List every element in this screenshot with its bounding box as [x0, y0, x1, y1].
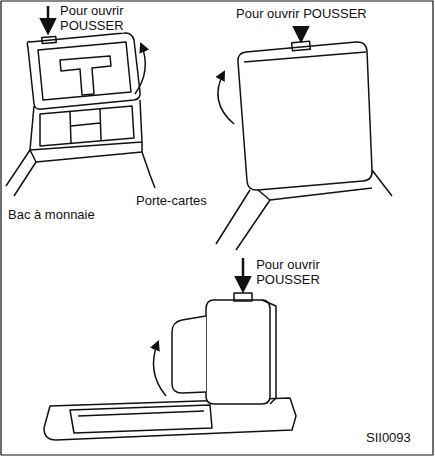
open-console: [6, 6, 155, 196]
closed-console: [216, 26, 392, 250]
part-label: Pour ouvrir POUSSER: [60, 3, 132, 33]
part-label: Porte-cartes: [136, 193, 236, 208]
figure-code: SII0093: [366, 430, 428, 445]
part-label: Pour ouvrir POUSSER: [252, 257, 324, 287]
part-label: Pour ouvrir POUSSER: [236, 6, 386, 21]
part-label: Bac à monnaie: [8, 207, 128, 222]
